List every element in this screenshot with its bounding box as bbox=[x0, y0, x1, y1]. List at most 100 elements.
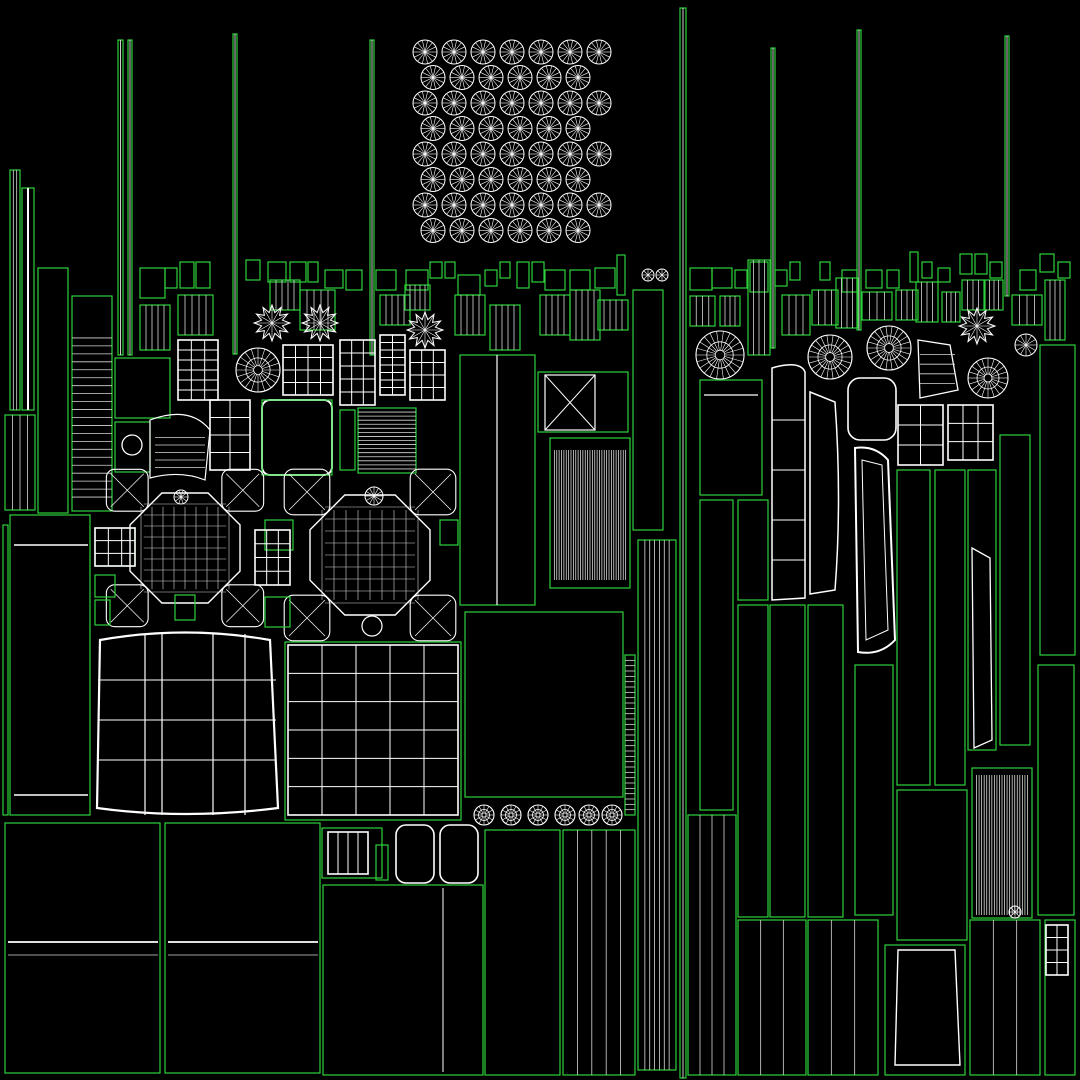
uv-edge bbox=[598, 199, 610, 206]
uv-edge bbox=[519, 167, 523, 180]
tall-panel bbox=[807, 604, 844, 918]
uv-edge bbox=[94, 527, 136, 567]
uv-edge bbox=[867, 341, 885, 348]
uv-edge bbox=[319, 322, 330, 339]
uv-edge bbox=[562, 153, 571, 164]
circle-spoke bbox=[470, 141, 496, 167]
uv-edge bbox=[569, 93, 578, 104]
uv-edge bbox=[990, 361, 1000, 375]
uv-edge bbox=[1025, 339, 1036, 346]
uv-edge bbox=[417, 102, 426, 113]
uv-edge bbox=[961, 325, 978, 336]
uv-edge bbox=[826, 361, 830, 379]
uv-edge bbox=[598, 51, 602, 64]
uv-edge bbox=[947, 404, 994, 461]
tall-panel bbox=[632, 289, 664, 531]
radial-burst bbox=[807, 334, 853, 380]
uv-edge bbox=[894, 949, 961, 1066]
uv-edge bbox=[511, 40, 515, 53]
circle-spoke bbox=[536, 116, 562, 141]
uv-edge bbox=[588, 51, 600, 58]
uv-edge bbox=[891, 351, 904, 365]
striped-box bbox=[971, 767, 1033, 919]
uv-edge bbox=[424, 193, 428, 206]
uv-edge bbox=[548, 128, 557, 139]
uv-edge bbox=[509, 174, 521, 180]
uv-edge bbox=[569, 153, 581, 160]
uv-edge bbox=[482, 193, 486, 206]
uv-edge bbox=[105, 584, 149, 628]
uv-edge bbox=[831, 360, 840, 378]
uv-edge bbox=[432, 67, 441, 78]
uv-edge bbox=[580, 809, 588, 815]
uv-edge bbox=[262, 322, 273, 339]
uv-edge bbox=[262, 371, 280, 378]
uv-edge bbox=[424, 329, 441, 340]
uv-edge bbox=[461, 218, 465, 231]
uv-edge bbox=[480, 51, 484, 64]
bottom-panel bbox=[164, 822, 321, 1074]
uv-edge bbox=[432, 179, 436, 192]
uv-edge bbox=[590, 815, 598, 821]
uv-edge bbox=[240, 372, 255, 384]
uv-edge bbox=[567, 72, 579, 78]
uv-edge bbox=[559, 816, 565, 824]
uv-edge bbox=[832, 360, 845, 374]
uv-edge bbox=[366, 491, 375, 497]
uv-edge bbox=[533, 42, 542, 53]
uv-edge bbox=[509, 230, 521, 236]
uv-edge bbox=[530, 148, 542, 155]
uv-edge bbox=[519, 225, 531, 231]
uv-edge bbox=[538, 225, 550, 231]
uv-edge bbox=[577, 128, 586, 139]
stripe-panel bbox=[724, 296, 736, 326]
uv-edge bbox=[417, 51, 426, 62]
uv-edge bbox=[511, 816, 517, 824]
small-part bbox=[94, 574, 116, 598]
uv-edge bbox=[451, 77, 463, 83]
bottom-panel bbox=[969, 919, 1041, 1076]
uv-edge bbox=[451, 153, 455, 166]
uv-edge bbox=[533, 51, 542, 62]
uv-edge bbox=[598, 93, 607, 104]
uv-edge bbox=[606, 806, 612, 814]
uv-edge bbox=[598, 144, 607, 155]
uv-edge bbox=[490, 128, 499, 139]
uv-edge bbox=[424, 102, 436, 109]
uv-edge bbox=[461, 67, 470, 78]
uv-edge bbox=[261, 372, 276, 384]
bottom-panel bbox=[4, 822, 161, 1074]
uv-edge bbox=[490, 225, 502, 231]
uv-edge bbox=[443, 148, 455, 155]
uv-edge bbox=[369, 488, 375, 497]
uv-edge bbox=[226, 589, 260, 623]
uv-edge bbox=[1020, 335, 1027, 346]
circle-spoke bbox=[641, 268, 655, 282]
uv-edge bbox=[716, 359, 720, 379]
uv-edge bbox=[459, 77, 463, 90]
uv-edge bbox=[567, 204, 571, 217]
uv-edge bbox=[488, 128, 492, 141]
small-part bbox=[597, 299, 629, 331]
bottom-panel bbox=[322, 884, 484, 1076]
uv-edge bbox=[454, 230, 463, 241]
uv-edge bbox=[811, 359, 827, 370]
uv-edge bbox=[530, 199, 542, 206]
small-part bbox=[594, 267, 616, 289]
uv-edge bbox=[256, 313, 273, 324]
uv-edge bbox=[570, 118, 579, 129]
uv-edge bbox=[414, 97, 426, 104]
uv-edge bbox=[540, 148, 552, 155]
small-part bbox=[444, 261, 456, 279]
uv-edge bbox=[567, 123, 579, 129]
uv-edge bbox=[451, 40, 455, 53]
uv-edge bbox=[562, 195, 571, 206]
uv-edge bbox=[414, 153, 426, 160]
uv-edge bbox=[538, 128, 550, 134]
uv-edge bbox=[236, 371, 254, 378]
uv-edge bbox=[517, 116, 521, 129]
small-part bbox=[1019, 269, 1037, 291]
uv-edge bbox=[1016, 344, 1027, 351]
star-burst bbox=[300, 303, 340, 343]
